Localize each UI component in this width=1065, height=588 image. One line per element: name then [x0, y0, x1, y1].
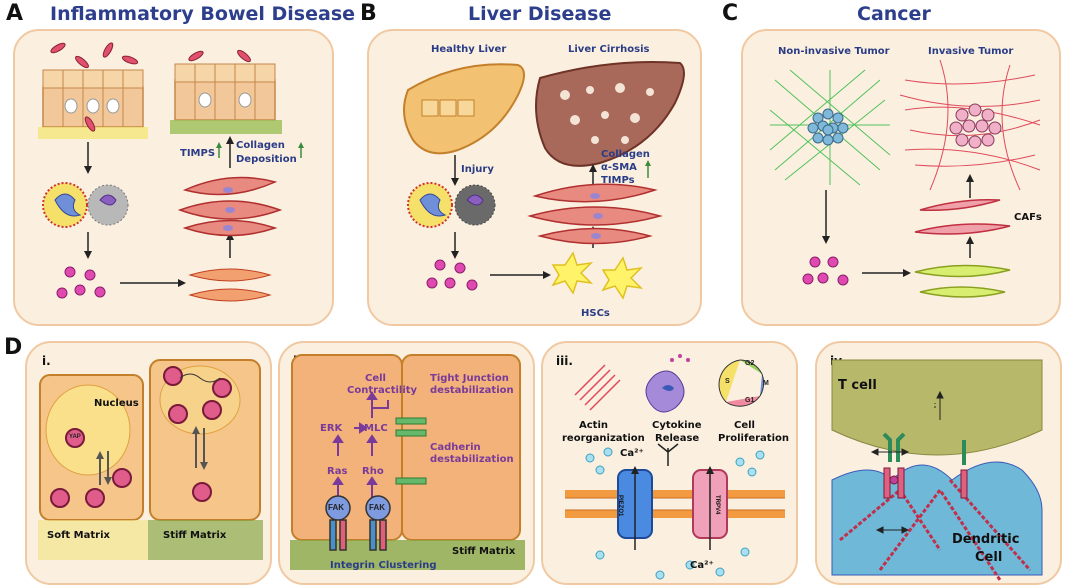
epithelium-left [38, 69, 148, 139]
cell-cycle-icon [718, 359, 765, 407]
panel-letter-a: A [6, 1, 24, 26]
label-piezo1: PIEZO1 [617, 495, 623, 517]
panel-title-cancer: Cancer [857, 3, 931, 25]
label-cadherin: Cadherin [430, 442, 481, 453]
label-m: M [763, 380, 769, 387]
cytokine-cell-icon [645, 370, 685, 413]
label-s: S [725, 378, 730, 385]
label-collagen-b: Collagen [601, 149, 650, 160]
label-cafs: CAFs [1014, 212, 1042, 223]
cirrhosis-liver-shape [535, 61, 685, 167]
label-stiff-matrix-i: Stiff Matrix [163, 530, 227, 541]
label-soft-matrix: Soft Matrix [47, 530, 110, 541]
label-hscs: HSCs [581, 308, 610, 319]
label-dendritic: Dendritic [952, 532, 1020, 547]
label-ras: Ras [327, 466, 348, 477]
panel-letter-b: B [360, 1, 377, 26]
yap-label: YAP [69, 434, 81, 440]
label-rho: Rho [362, 466, 384, 477]
label-liver-cirrhosis: Liver Cirrhosis [568, 44, 650, 55]
panel-letter-c: C [722, 1, 739, 26]
label-actin: Actin [579, 420, 608, 431]
label-nucleus: Nucleus [94, 398, 139, 409]
label-collagen-a: Collagen [236, 140, 285, 151]
actin-icon [574, 364, 621, 411]
label-timps-b: TIMPs [601, 175, 635, 186]
label-t-cell: T cell [838, 378, 877, 393]
label-tj-destabilization: destabilization [430, 385, 514, 396]
panel-title-liver: Liver Disease [468, 3, 612, 25]
label-ca-top: Ca²⁺ [620, 448, 644, 459]
label-cadherin-destabilization: destabilization [430, 454, 514, 465]
label-cytokine: Cytokine [652, 420, 702, 431]
label-deposition-a: Deposition [236, 154, 297, 165]
label-erk: ERK [320, 423, 343, 434]
label-non-invasive-tumor: Non-invasive Tumor [778, 46, 890, 57]
bacteria-left [50, 42, 139, 132]
numeral-i: i. [42, 354, 51, 368]
label-ca-bottom: Ca²⁺ [690, 560, 714, 571]
label-contractility: Contractility [347, 385, 418, 396]
label-fak-1: FAK [328, 503, 344, 512]
label-g1: G1 [745, 397, 755, 404]
label-injury: Injury [461, 164, 494, 175]
label-release: Release [655, 433, 700, 444]
panel-title-ibd: Inflammatory Bowel Disease [50, 3, 356, 25]
label-integrin-clustering: Integrin Clustering [330, 560, 437, 571]
label-proliferation: Proliferation [718, 433, 789, 444]
label-tight-junction: Tight Junction [430, 373, 509, 384]
tumor-non-invasive [807, 108, 849, 146]
label-mlc: MLC [364, 423, 388, 434]
label-trpv4: TRPV4 [714, 495, 720, 515]
label-cell: Cell [365, 373, 386, 384]
t-cell-shape [831, 359, 1043, 456]
label-reorganization: reorganization [562, 433, 645, 444]
numeral-iii: iii. [556, 354, 573, 368]
label-asma: α-SMA [601, 162, 637, 173]
label-invasive-tumor: Invasive Tumor [928, 46, 1014, 57]
tumor-invasive [949, 103, 1002, 149]
label-g2: G2 [745, 360, 755, 367]
panel-c-box [741, 29, 1061, 326]
label-cell-prolif: Cell [734, 420, 755, 431]
label-timps-a: TIMPS [180, 148, 216, 159]
epithelium-right [170, 49, 282, 134]
panel-letter-d: D [4, 335, 23, 360]
label-dendritic-cell: Cell [975, 550, 1003, 565]
label-healthy-liver: Healthy Liver [431, 44, 507, 55]
label-stiff-matrix-ii: Stiff Matrix [452, 546, 516, 557]
label-fak-2: FAK [369, 503, 385, 512]
